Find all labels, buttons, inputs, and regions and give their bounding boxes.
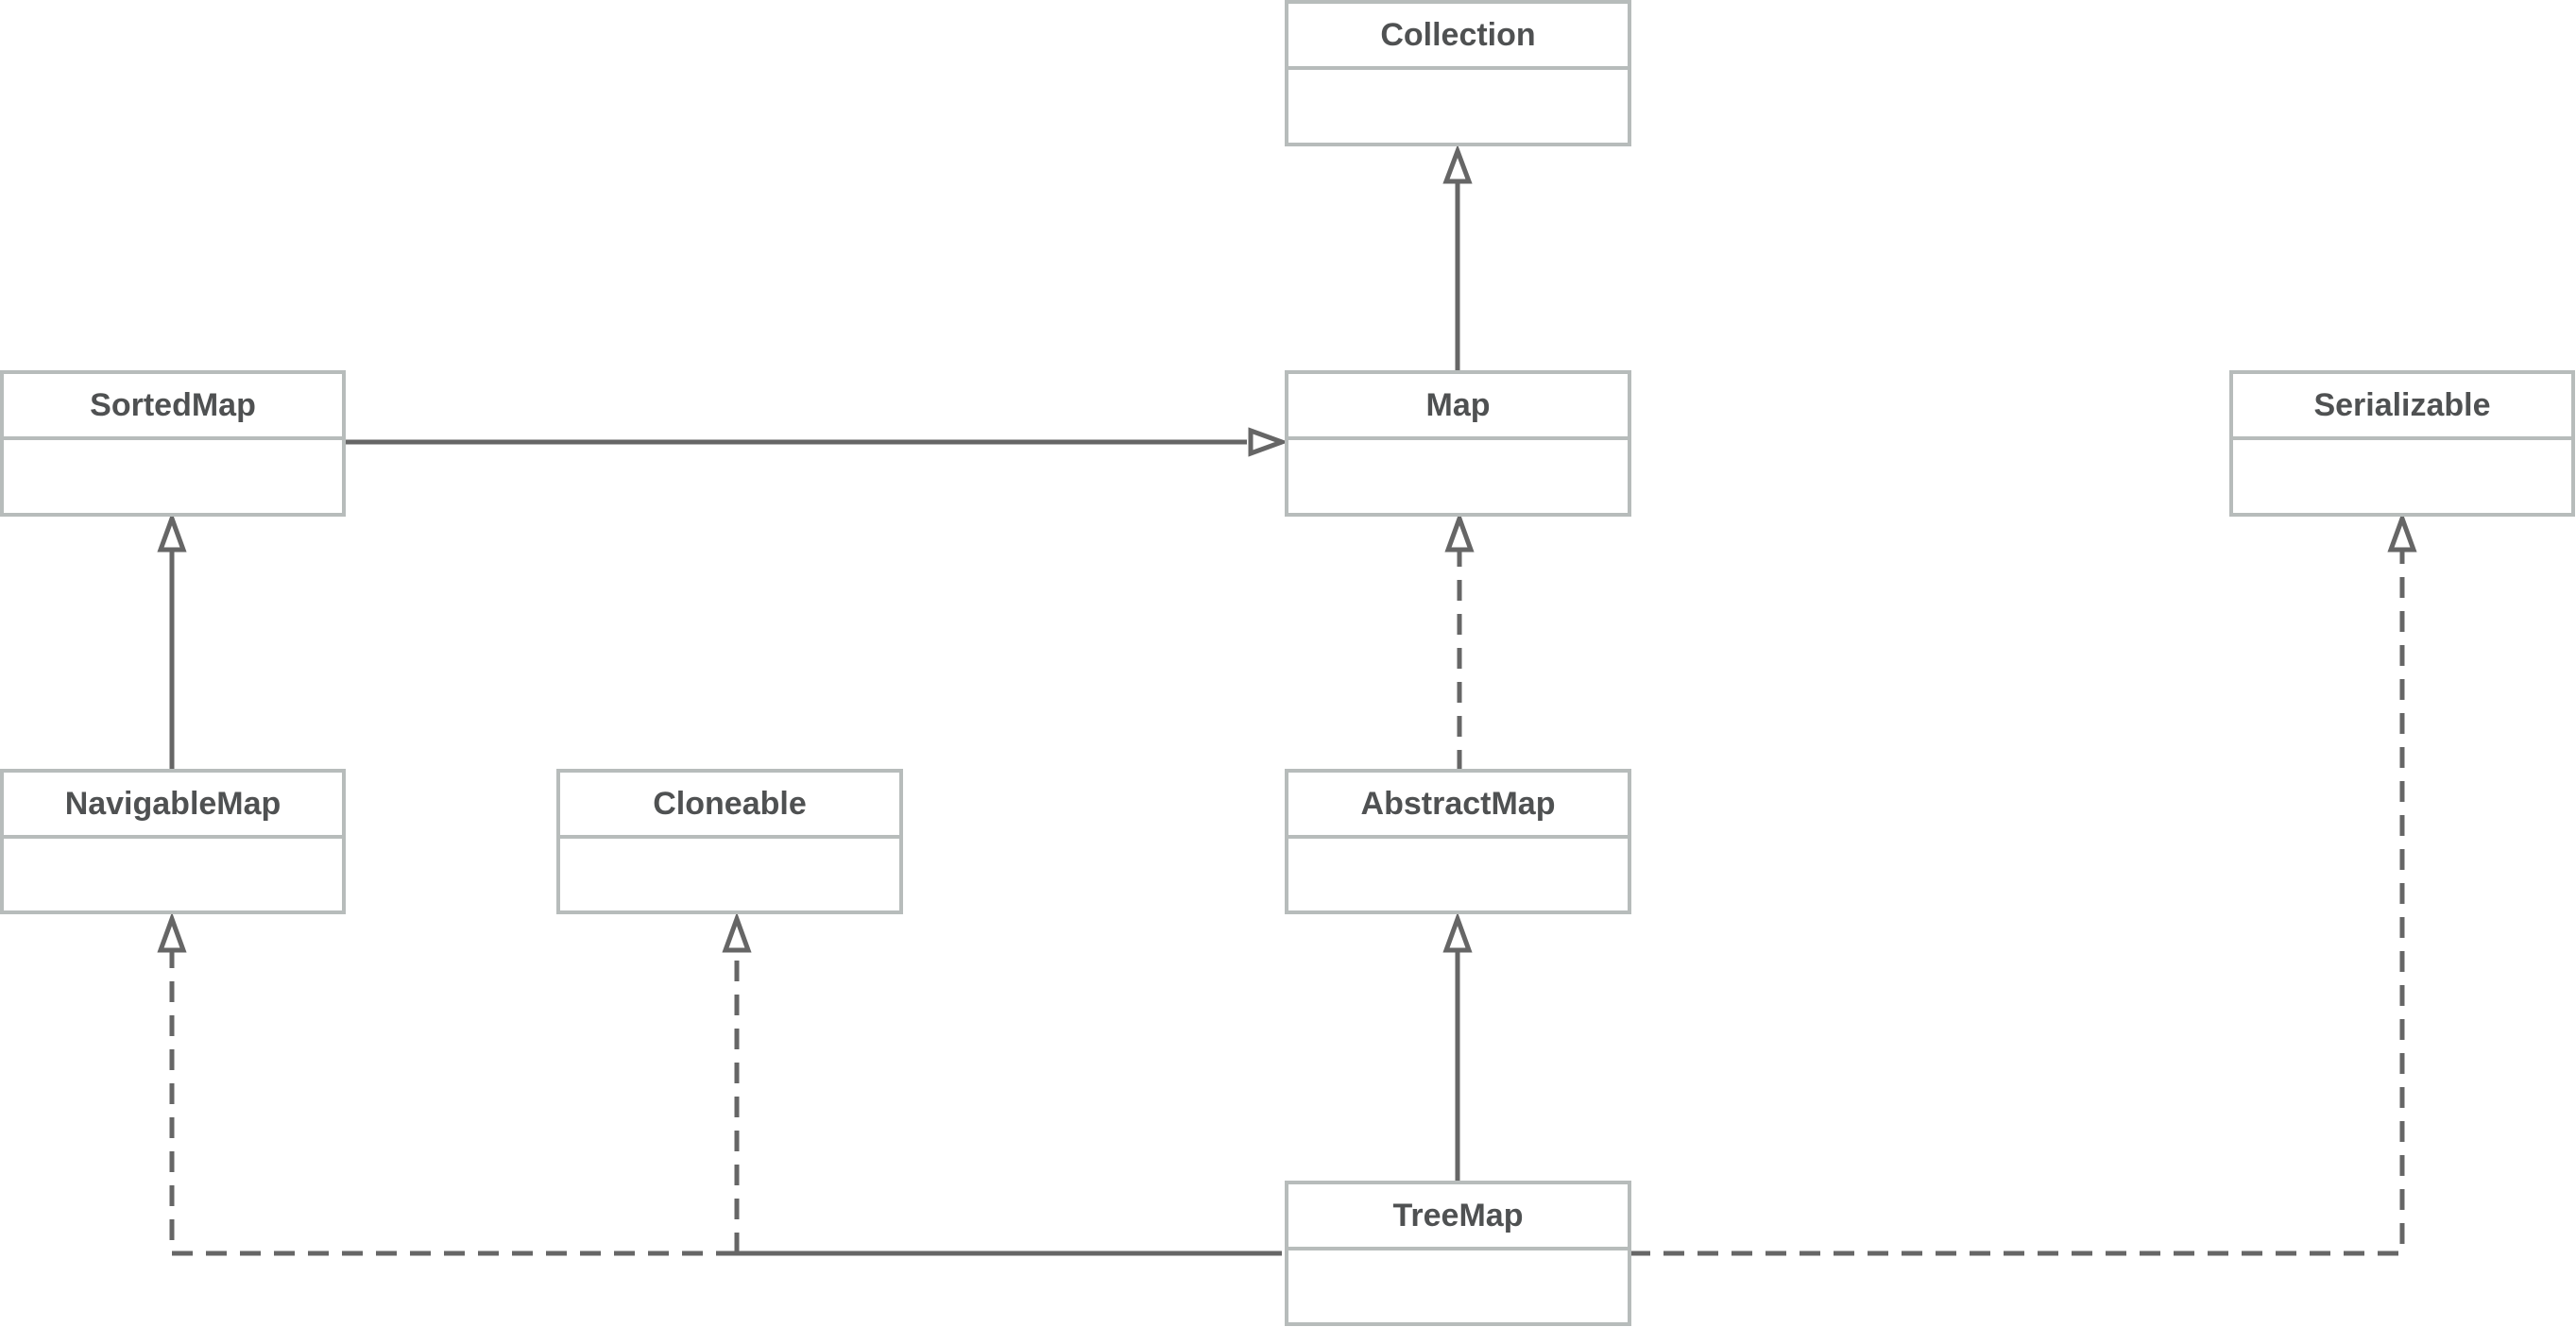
edge-abstractmap-to-map xyxy=(1444,511,1475,771)
class-serializable: Serializable xyxy=(2229,370,2575,517)
class-name: Cloneable xyxy=(653,786,806,822)
class-collection: Collection xyxy=(1285,0,1631,146)
class-map: Map xyxy=(1285,370,1631,517)
class-treemap: TreeMap xyxy=(1285,1181,1631,1326)
hollow-arrowhead-icon xyxy=(1442,911,1473,953)
class-abstractmap: AbstractMap xyxy=(1285,769,1631,914)
edge-map-to-collection xyxy=(1442,144,1473,373)
edge-treemap-to-serializable xyxy=(1629,511,2417,1256)
class-name: Collection xyxy=(1380,17,1535,53)
class-cloneable: Cloneable xyxy=(556,769,903,914)
class-name: TreeMap xyxy=(1393,1198,1524,1233)
class-sortedmap: SortedMap xyxy=(0,370,346,517)
hollow-arrowhead-icon xyxy=(722,911,752,953)
edge-sortedmap-to-map xyxy=(344,427,1289,457)
hollow-arrowhead-icon xyxy=(157,911,187,953)
class-name: AbstractMap xyxy=(1361,786,1556,822)
class-navigablemap: NavigableMap xyxy=(0,769,346,914)
edge-navigablemap-to-sortedmap xyxy=(157,511,187,771)
hollow-arrowhead-icon xyxy=(1444,511,1475,553)
edge-treemap-to-abstractmap xyxy=(1442,911,1473,1182)
hollow-arrowhead-icon xyxy=(1248,427,1289,457)
class-name: Map xyxy=(1426,387,1491,423)
class-name: SortedMap xyxy=(90,387,256,423)
edge-treemap-to-cloneable xyxy=(722,911,1282,1256)
hollow-arrowhead-icon xyxy=(2387,511,2417,553)
edge-treemap-to-navigablemap xyxy=(157,911,737,1256)
hollow-arrowhead-icon xyxy=(1442,144,1473,184)
class-name: NavigableMap xyxy=(65,786,281,822)
hollow-arrowhead-icon xyxy=(157,511,187,553)
class-name: Serializable xyxy=(2313,387,2490,423)
